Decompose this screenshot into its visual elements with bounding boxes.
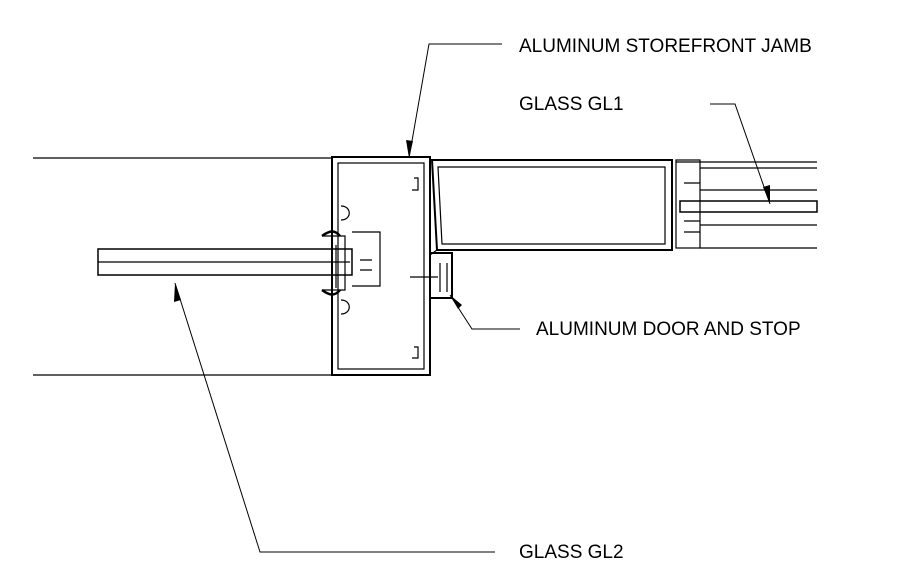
leader-storefront-jamb <box>408 43 502 159</box>
label-storefront-jamb: ALUMINUM STOREFRONT JAMB <box>519 36 812 57</box>
label-glass-gl1: GLASS GL1 <box>519 94 624 115</box>
arrow-glass-gl1 <box>763 185 770 204</box>
label-door-and-stop: ALUMINUM DOOR AND STOP <box>536 319 801 340</box>
glass-gl2-pane <box>97 248 353 276</box>
leader-lines <box>174 43 771 553</box>
arrow-storefront-jamb <box>406 140 413 158</box>
door-frame <box>429 159 673 257</box>
glazing-gasket <box>321 230 341 296</box>
arrow-glass-gl2 <box>174 283 181 302</box>
glass-gl1-pane <box>675 159 818 249</box>
label-glass-gl2: GLASS GL2 <box>519 542 624 563</box>
door-stop <box>410 252 453 299</box>
leader-door-stop <box>449 294 520 330</box>
storefront-jamb <box>331 156 431 376</box>
leader-glass-gl1 <box>710 103 771 205</box>
arrow-door-stop <box>450 295 462 309</box>
glazing-pocket <box>322 231 381 291</box>
leader-glass-gl2 <box>174 282 495 553</box>
